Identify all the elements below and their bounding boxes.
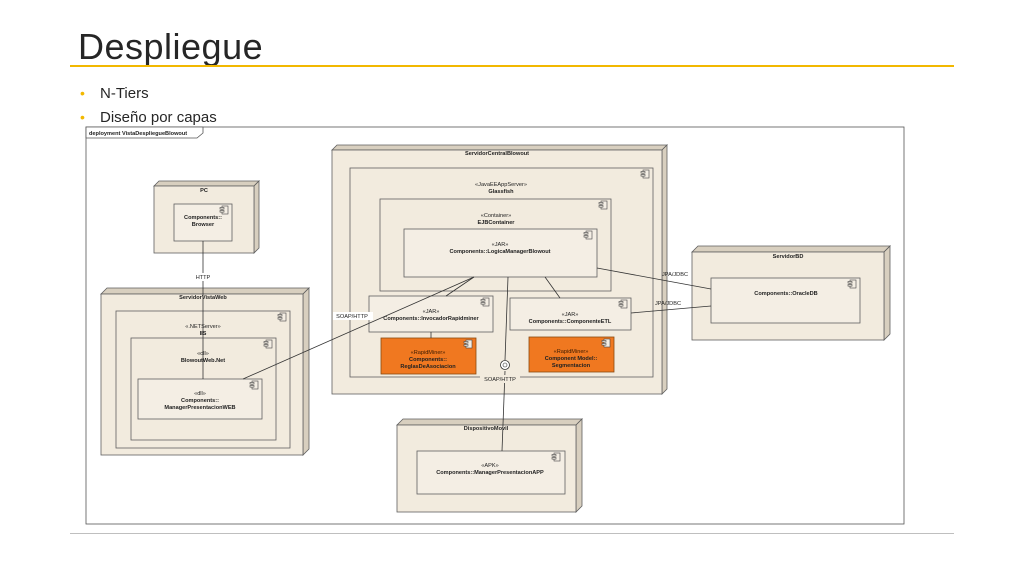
connector-logica-invocador <box>430 276 561 338</box>
bullet-dot-icon: • <box>80 109 85 125</box>
component-browser[interactable]: Components:: Browser <box>173 203 233 242</box>
bullet-item: • Diseño por capas <box>80 108 217 132</box>
component-manager-app-stereotype: «APK» <box>481 463 498 469</box>
component-logica-name: Components::LogicaManagerBlowout <box>450 249 551 255</box>
connector-jpa-2-label: JPA/JDBC <box>655 301 681 307</box>
component-manager-web[interactable]: «dll» Components:: ManagerPresentacionWE… <box>137 378 263 420</box>
title-underline <box>70 65 954 67</box>
connector-soap-left-label: SOAP/HTTP <box>336 314 368 320</box>
frame-label: deployment VistaDespliegueBlowout <box>89 131 187 137</box>
component-segmentacion[interactable]: «RapidMiner» Component Model:: Segmentac… <box>528 336 615 373</box>
bullet-item: • N-Tiers <box>80 84 217 108</box>
connector-soap-bottom: SOAP/HTTP <box>480 276 520 452</box>
component-manager-web-line2: ManagerPresentacionWEB <box>164 405 235 411</box>
bullet-list: • N-Tiers • Diseño por capas <box>80 84 217 132</box>
component-logica[interactable]: «JAR» Components::LogicaManagerBlowout <box>403 228 598 278</box>
connector-http: HTTP <box>191 241 215 379</box>
component-oracle[interactable]: Components::OracleDB <box>710 277 861 324</box>
connector-jpa-1: JPA/JDBC <box>596 267 712 290</box>
component-manager-web-line1: Components:: <box>181 398 219 404</box>
node-servidor-bd-label: ServidorBD <box>773 254 804 260</box>
component-oracle-name: Components::OracleDB <box>754 291 817 297</box>
component-segmentacion-line1: Component Model:: <box>545 356 598 362</box>
container-glassfish-stereotype: «JavaEEAppServer» <box>475 182 527 188</box>
component-invocador-name: Components::InvocadorRapidminer <box>383 316 479 322</box>
footer-rule <box>70 533 954 534</box>
container-glassfish-name: Glassfish <box>488 189 514 195</box>
container-ejb-stereotype: «Container» <box>481 213 511 219</box>
component-etl-stereotype: «JAR» <box>562 312 579 318</box>
component-reglas-stereotype: «RapidMiner» <box>411 350 446 356</box>
component-reglas[interactable]: «RapidMiner» Components:: ReglasDeAsocia… <box>380 337 477 375</box>
component-segmentacion-stereotype: «RapidMiner» <box>554 349 589 355</box>
connector-soap-bottom-label: SOAP/HTTP <box>484 377 516 383</box>
component-reglas-line1: Components:: <box>409 357 447 363</box>
component-browser-line1: Components:: <box>184 215 222 221</box>
connector-http-label: HTTP <box>196 275 211 281</box>
connector-jpa-2: JPA/JDBC <box>630 301 712 314</box>
component-logica-stereotype: «JAR» <box>492 242 509 248</box>
component-segmentacion-line2: Segmentacion <box>552 363 591 369</box>
connector-soap-left: SOAP/HTTP <box>242 276 475 380</box>
bullet-dot-icon: • <box>80 85 85 101</box>
slide-title: Despliegue <box>78 26 264 67</box>
component-manager-web-stereotype: «dll» <box>194 391 206 397</box>
node-pc-label: PC <box>200 188 208 194</box>
bullet-text: N-Tiers <box>100 85 149 102</box>
component-invocador-stereotype: «JAR» <box>423 309 440 315</box>
node-servidor-central-label: ServidorCentralBlowout <box>465 151 529 157</box>
node-dispositivo-movil-label: DispositivoMovil <box>464 426 509 432</box>
bullet-text: Diseño por capas <box>100 109 217 126</box>
component-reglas-line2: ReglasDeAsociacion <box>400 364 456 370</box>
component-etl[interactable]: «JAR» Components::ComponenteETL <box>509 297 632 331</box>
component-manager-app[interactable]: «APK» Components::ManagerPresentacionAPP <box>416 450 566 495</box>
connector-jpa-1-label: JPA/JDBC <box>662 272 688 278</box>
component-browser-line2: Browser <box>192 222 215 228</box>
container-ejb-name: EJBContainer <box>478 220 516 226</box>
component-invocador[interactable]: «JAR» Components::InvocadorRapidminer <box>368 295 494 333</box>
component-manager-app-name: Components::ManagerPresentacionAPP <box>436 470 544 476</box>
component-etl-name: Components::ComponenteETL <box>529 319 612 325</box>
